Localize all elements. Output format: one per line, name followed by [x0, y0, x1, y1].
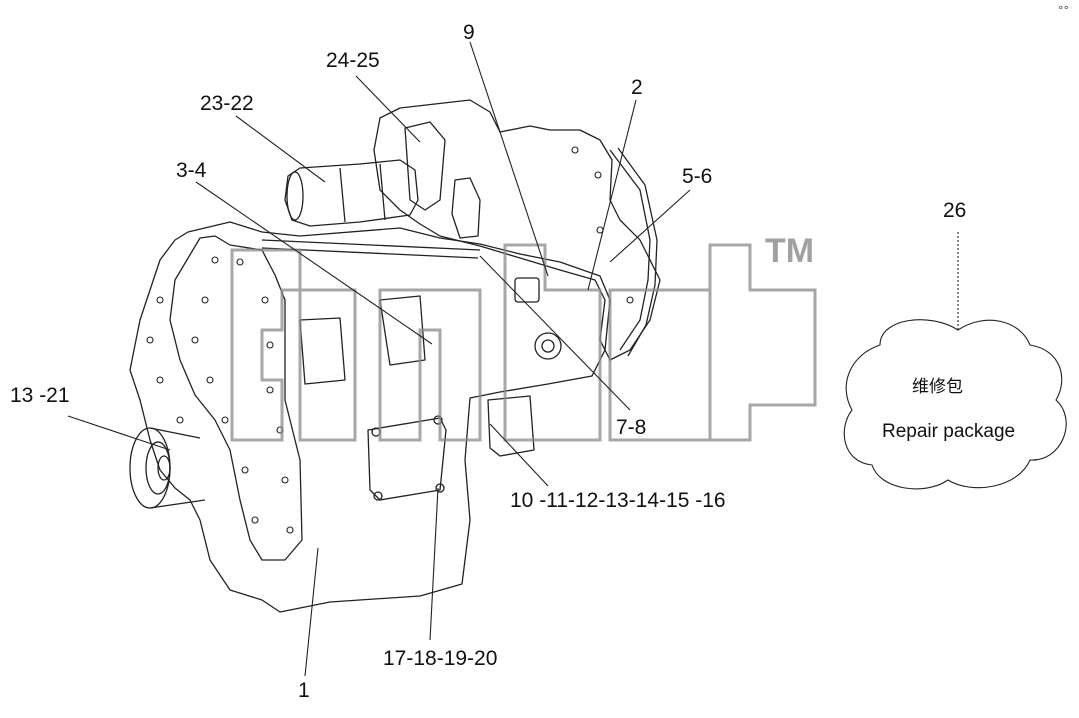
callout-3-4: 3-4	[176, 159, 207, 182]
callout-1: 1	[298, 679, 310, 702]
callout-2: 2	[631, 76, 643, 99]
callout-13-21: 13 -21	[10, 384, 70, 407]
leader-7-8	[479, 255, 631, 411]
callout-26: 26	[943, 199, 967, 222]
leader-13-21	[67, 415, 171, 451]
leader-24-25	[355, 75, 421, 143]
callout-24-25: 24-25	[326, 49, 380, 72]
callout-17-20: 17-18-19-20	[383, 647, 498, 670]
callout-23-22: 23-22	[200, 92, 254, 115]
trademark-symbol: TM	[765, 232, 814, 270]
housing-outline	[129, 221, 611, 613]
callout-9: 9	[463, 21, 475, 44]
watermark-logo	[230, 243, 817, 442]
leader-2	[587, 99, 637, 291]
leader-3-4	[195, 181, 433, 345]
upper-case	[373, 99, 661, 361]
callout-5-6: 5-6	[682, 165, 713, 188]
leader-1	[304, 547, 319, 677]
leader-17-20	[429, 487, 439, 641]
leader-9	[469, 41, 549, 277]
callout-7-8: 7-8	[616, 416, 647, 439]
repair-package-chinese: 维修包	[912, 377, 963, 397]
pump-motor	[284, 159, 419, 227]
corner-mark: °°	[1058, 4, 1069, 17]
flange-ring	[609, 149, 651, 351]
leader-5-6	[609, 189, 691, 263]
leader-10-16	[489, 423, 549, 487]
repair-package-cloud	[843, 319, 1067, 490]
leader-23-22	[235, 115, 326, 183]
callout-10-16: 10 -11-12-13-14-15 -16	[510, 489, 726, 512]
end-plate	[169, 235, 303, 561]
repair-package-english: Repair package	[882, 421, 1016, 442]
